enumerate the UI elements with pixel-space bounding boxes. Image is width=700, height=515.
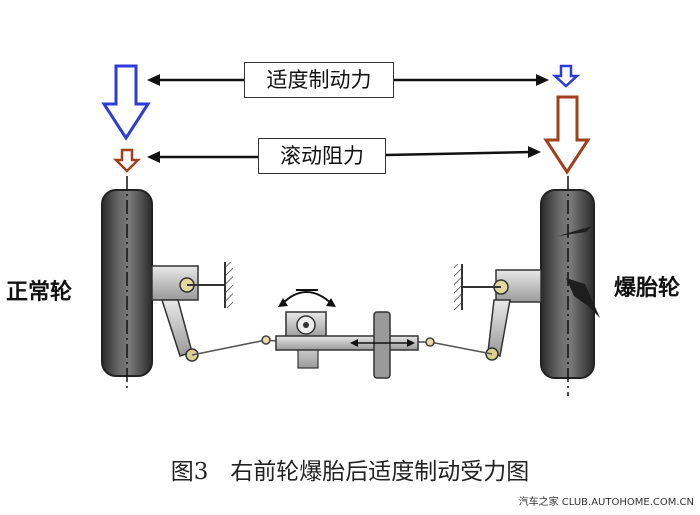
watermark: 汽车之家 CLUB.AUTOHOME.COM.CN [518,497,694,508]
steering-rotation-indicator [278,289,336,307]
braking-force-dimension-line [147,74,549,86]
figure-caption: 图3 右前轮爆胎后适度制动受力图 [170,459,530,485]
rolling-resistance-dimension-line [147,146,541,163]
blowout-wheel-tire [540,176,600,396]
rolling-resistance-arrow-right [543,95,591,175]
left-knuckle [151,265,199,362]
right-mount [454,264,501,310]
steering-rack [275,311,419,379]
braking-force-arrow-right [551,64,581,88]
normal-wheel-tire [101,176,153,390]
rolling-resistance-arrow-left [112,148,142,173]
right-knuckle [485,269,542,361]
braking-force-label: 适度制动力 [244,62,394,98]
blowout-wheel-label: 爆胎轮 [614,276,681,301]
braking-force-arrow-left [101,64,151,141]
normal-wheel-label: 正常轮 [6,280,73,305]
left-mount [187,262,233,308]
rolling-resistance-label: 滚动阻力 [258,138,386,174]
